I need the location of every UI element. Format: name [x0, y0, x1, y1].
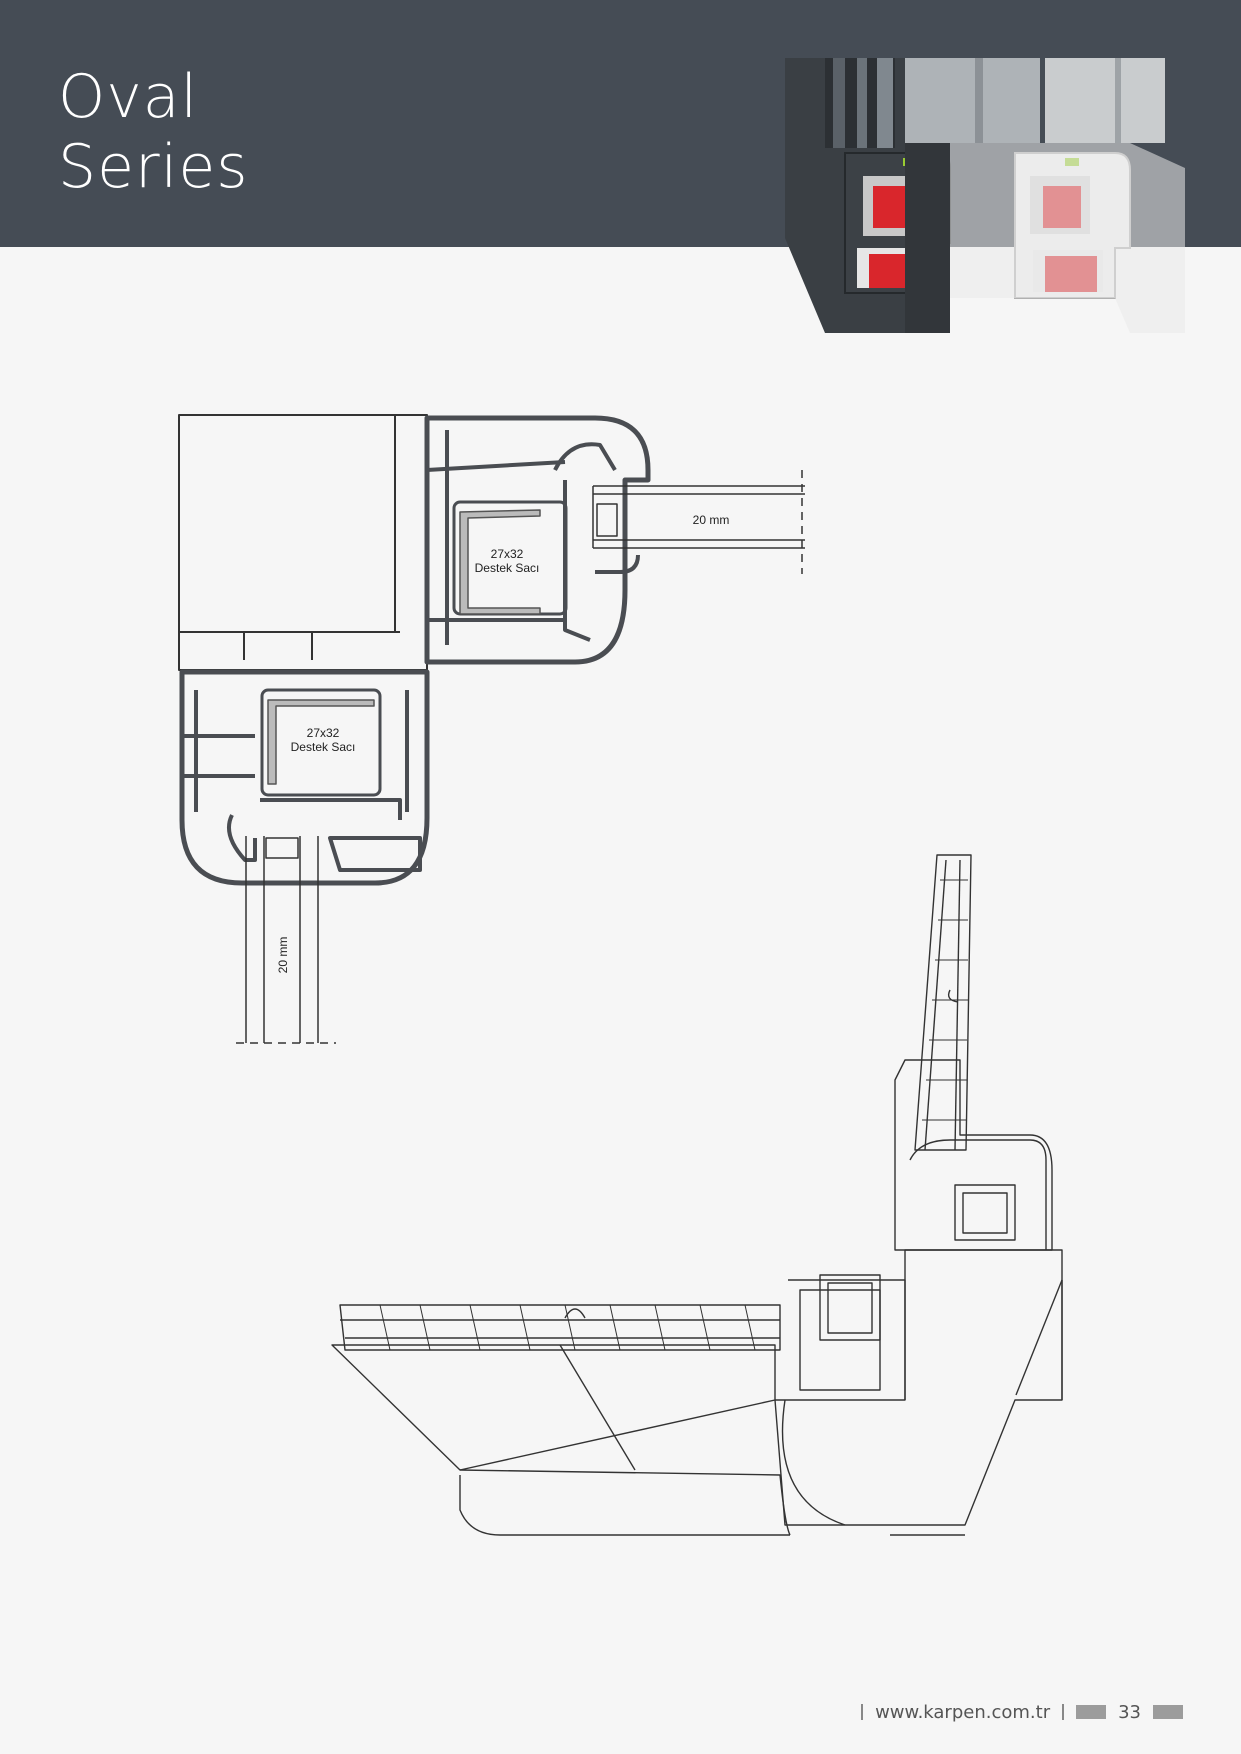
footer-divider	[861, 1704, 864, 1720]
steel-label-bottom-line1: 27x32	[307, 726, 340, 740]
page-title: Oval Series	[58, 62, 249, 202]
title-line-2: Series	[58, 132, 249, 202]
steel-label-top-line1: 27x32	[491, 547, 524, 561]
footer-website-link[interactable]: www.karpen.com.tr	[875, 1701, 1051, 1723]
footer-divider	[1062, 1704, 1065, 1720]
page-footer: www.karpen.com.tr 33	[861, 1701, 1183, 1723]
steel-label-top-line2: Destek Sacı	[475, 561, 540, 575]
footer-decor-box	[1076, 1705, 1107, 1719]
steel-label-bottom-line2: Destek Sacı	[291, 740, 356, 754]
glass-label-horizontal: 20 mm	[693, 513, 730, 527]
title-line-1: Oval	[58, 62, 199, 132]
page-number: 33	[1118, 1701, 1141, 1723]
footer-decor-box	[1153, 1705, 1183, 1719]
product-profile-photo	[785, 58, 1185, 333]
glass-label-vertical: 20 mm	[276, 937, 290, 974]
